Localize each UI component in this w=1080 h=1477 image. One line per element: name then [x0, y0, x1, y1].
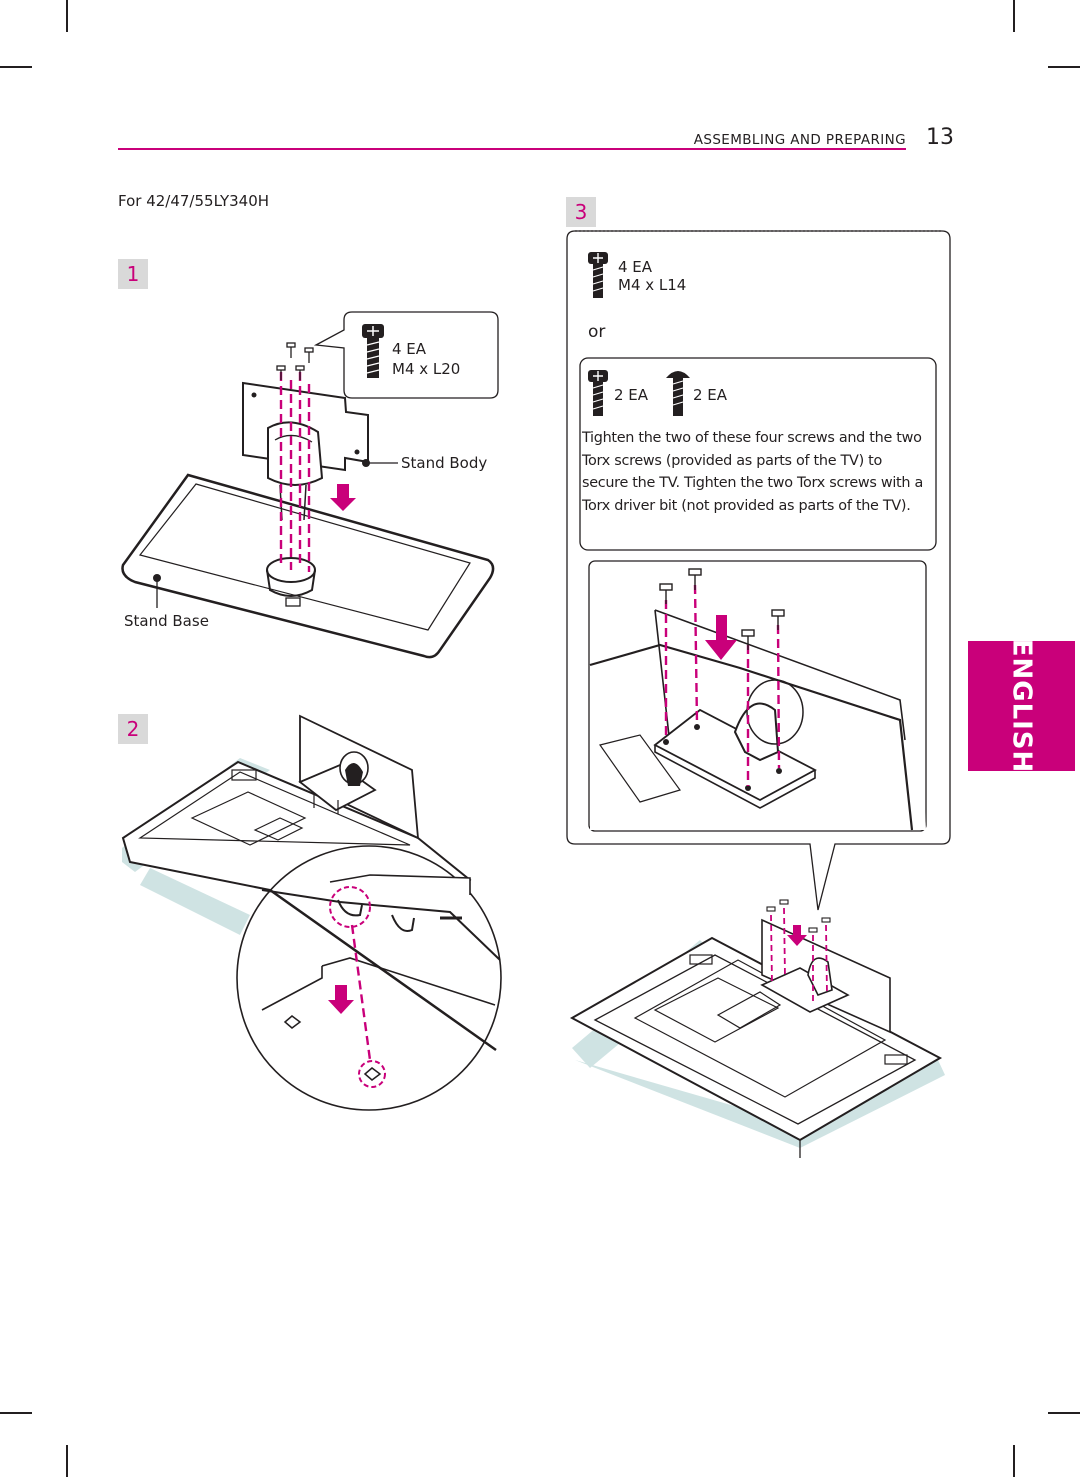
- crop-mark: [66, 0, 68, 32]
- step3-option-a-qty: 4 EA: [618, 258, 653, 276]
- header-rule: [118, 148, 906, 150]
- down-arrow-icon: [787, 925, 807, 946]
- step1-screw-qty: 4 EA: [392, 340, 427, 358]
- stand-base-label: Stand Base: [124, 612, 209, 630]
- model-label: For 42/47/55LY340H: [118, 192, 270, 210]
- step-badge-3: 3: [566, 197, 596, 227]
- phillips-screw-icon: [588, 370, 608, 416]
- torx-screw-icon: [666, 371, 690, 416]
- step3-option-b-phillips-qty: 2 EA: [614, 386, 649, 404]
- down-arrow-icon: [330, 484, 356, 511]
- page-number: 13: [926, 125, 954, 150]
- phillips-screw-icon: [362, 324, 384, 378]
- step3-description: Tighten the two of these four screws and…: [582, 430, 924, 514]
- crop-mark: [1013, 1445, 1015, 1477]
- stand-body-label: Stand Body: [401, 454, 488, 472]
- down-arrow-icon: [705, 615, 737, 660]
- crop-mark: [1048, 66, 1080, 68]
- phillips-screw-icon: [588, 252, 608, 298]
- step1-screw-spec: M4 x L20: [392, 360, 461, 378]
- step3-option-a-spec: M4 x L14: [618, 276, 687, 294]
- step-badge-1: 1: [118, 259, 148, 289]
- language-tab: ENGLISH: [968, 639, 1075, 773]
- crop-mark: [66, 1445, 68, 1477]
- step3-option-b-torx-qty: 2 EA: [693, 386, 728, 404]
- crop-mark: [1048, 1412, 1080, 1414]
- crop-mark: [0, 1412, 32, 1414]
- section-title: ASSEMBLING AND PREPARING: [693, 132, 906, 148]
- crop-mark: [0, 66, 32, 68]
- step-badge-2: 2: [118, 714, 148, 744]
- down-arrow-icon: [328, 985, 354, 1014]
- step3-or: or: [588, 322, 606, 342]
- crop-mark: [1013, 0, 1015, 32]
